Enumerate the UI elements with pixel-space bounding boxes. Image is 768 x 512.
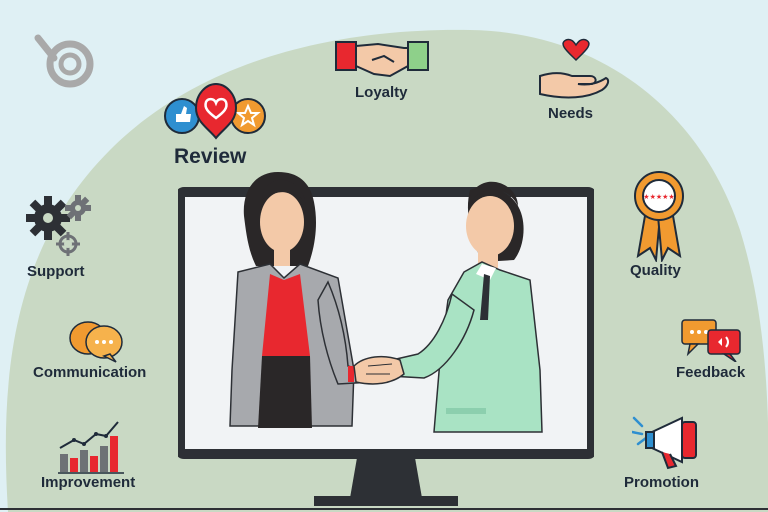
label-support: Support [27,263,85,280]
woman-figure [229,172,374,428]
megaphone-icon [632,416,697,470]
monitor-stand [350,452,422,498]
gears-icon [26,195,91,256]
label-improvement: Improvement [41,474,136,491]
handshake [353,355,405,385]
svg-text:★★★★★: ★★★★★ [643,193,674,201]
label-feedback: Feedback [676,364,746,381]
label-review: Review [174,145,247,168]
label-needs: Needs [548,105,594,122]
feedback-bubbles-icon [681,319,741,362]
label-loyalty: Loyalty [355,84,408,101]
heart-hand-icon [539,38,610,99]
label-promotion: Promotion [624,474,699,491]
man-figure [389,181,543,433]
customer-logo-icon [34,34,94,88]
label-quality: Quality [630,262,681,279]
review-bubbles-icon [164,82,266,140]
award-ribbon-icon: ★★★★★ [634,171,684,262]
label-communication: Communication [33,364,147,381]
bar-chart-icon [58,421,124,474]
chat-bubbles-icon [69,321,123,363]
handshake-icon [335,41,429,78]
monitor-scene [178,172,594,506]
